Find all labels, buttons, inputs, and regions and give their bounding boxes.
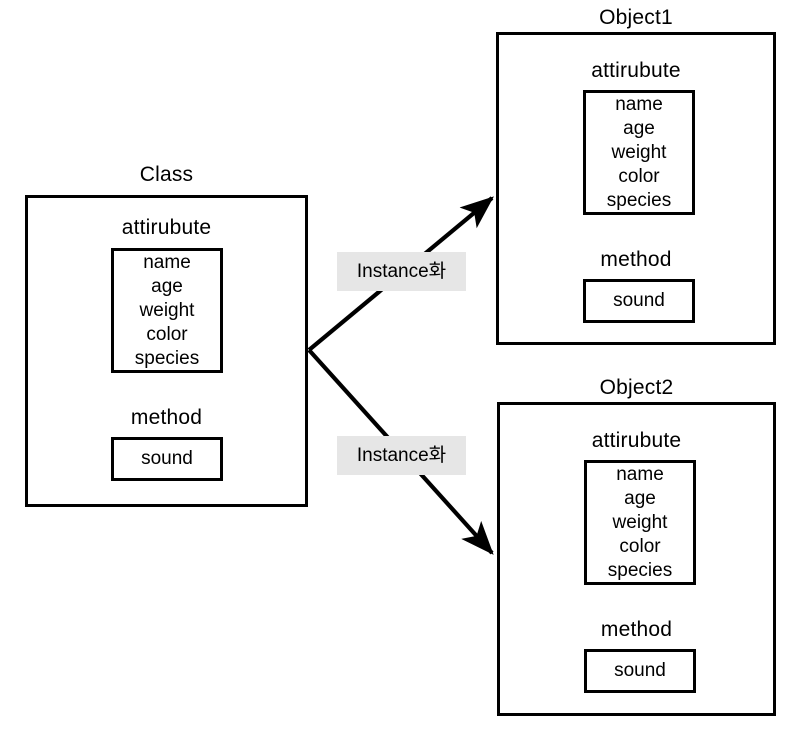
class-method-item: sound [141,448,193,469]
object2-attribute-heading: attirubute [591,429,682,452]
class-method-box[interactable]: sound [111,437,223,481]
object1-node-title: Object1 [599,6,673,29]
object1-method-item: sound [613,290,665,311]
object2-method-item: sound [614,660,666,681]
class-attribute-item: age [151,275,183,297]
class-attribute-item: species [134,347,200,369]
object1-method-box[interactable]: sound [583,279,695,323]
class-method-heading: method [130,406,203,429]
object1-method-heading: method [600,248,672,271]
class-attribute-item: name [143,251,191,273]
object2-node-title: Object2 [599,376,674,399]
object2-attribute-item: name [616,463,664,485]
object2-attribute-box[interactable]: name age weight color species [584,460,696,585]
edge-label-instance-object1[interactable]: Instance화 [337,252,466,291]
class-attribute-heading: attirubute [121,216,212,239]
object1-attribute-item: color [618,165,660,187]
object2-method-box[interactable]: sound [584,649,696,693]
class-attribute-item: weight [139,299,195,321]
object2-node-box[interactable]: attirubute name age weight color species… [497,402,776,716]
object1-attribute-heading: attirubute [591,59,681,82]
object2-attribute-item: color [619,535,661,557]
object1-attribute-item: weight [611,141,667,163]
class-node-title: Class [139,163,194,186]
object1-attribute-box[interactable]: name age weight color species [583,90,695,215]
object1-attribute-item: name [615,93,663,115]
object2-attribute-item: age [624,487,656,509]
object2-attribute-item: species [607,559,673,581]
edge-label-instance-object2[interactable]: Instance화 [337,436,466,475]
object2-attribute-item: weight [612,511,668,533]
class-attribute-item: color [146,323,188,345]
class-attribute-box[interactable]: name age weight color species [111,248,223,373]
class-node-box[interactable]: attirubute name age weight color species… [25,195,308,507]
object1-attribute-item: species [606,189,672,211]
object2-method-heading: method [600,618,673,641]
object1-node-box[interactable]: attirubute name age weight color species… [496,32,776,345]
object1-attribute-item: age [623,117,655,139]
